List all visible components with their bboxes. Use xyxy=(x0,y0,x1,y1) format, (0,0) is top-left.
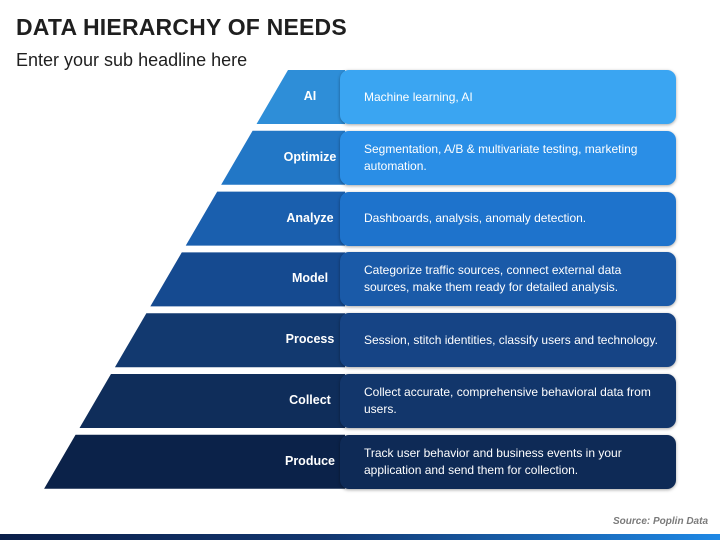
pyramid-band-ai xyxy=(256,70,345,124)
tier-box-model: Categorize traffic sources, connect exte… xyxy=(340,252,676,307)
tier-box-process: Session, stitch identities, classify use… xyxy=(340,313,676,368)
pyramid-band-process xyxy=(114,313,345,368)
tier-label-process: Process xyxy=(285,332,335,347)
page-title: DATA HIERARCHY OF NEEDS xyxy=(16,14,347,40)
tier-label-optimize: Optimize xyxy=(283,149,337,164)
tier-label-produce: Produce xyxy=(284,453,335,468)
tier-label-collect: Collect xyxy=(289,393,331,407)
page-subtitle: Enter your sub headline here xyxy=(16,50,248,70)
tier-description-process: Session, stitch identities, classify use… xyxy=(364,332,658,347)
tier-description-model: Categorize traffic sources, connect exte… xyxy=(364,263,622,295)
tier-description-optimize: Segmentation, A/B & multivariate testing… xyxy=(364,141,638,173)
pyramid-band-optimize xyxy=(221,130,345,185)
tier-description-produce: Track user behavior and business events … xyxy=(364,445,622,477)
tier-box-ai: Machine learning, AI xyxy=(340,70,676,124)
pyramid-band-produce xyxy=(44,434,346,489)
tier-box-produce: Track user behavior and business events … xyxy=(340,434,676,489)
tier-description-ai: Machine learning, AI xyxy=(364,89,473,104)
pyramid-band-analyze xyxy=(185,191,345,246)
tier-label-ai: AI xyxy=(303,89,317,103)
tier-description-collect: Collect accurate, comprehensive behavior… xyxy=(364,385,651,416)
pyramid-band-model xyxy=(150,252,345,307)
tier-description-analyze: Dashboards, analysis, anomaly detection. xyxy=(364,211,587,226)
pyramid-band-collect xyxy=(79,374,345,428)
footer-bar xyxy=(0,534,720,540)
tier-label-analyze: Analyze xyxy=(286,210,334,225)
tier-box-analyze: Dashboards, analysis, anomaly detection. xyxy=(340,191,676,246)
tier-label-model: Model xyxy=(291,271,329,286)
tier-box-collect: Collect accurate, comprehensive behavior… xyxy=(340,374,676,428)
tier-box-optimize: Segmentation, A/B & multivariate testing… xyxy=(340,130,676,185)
source-note: Source: Poplin Data xyxy=(612,516,708,527)
